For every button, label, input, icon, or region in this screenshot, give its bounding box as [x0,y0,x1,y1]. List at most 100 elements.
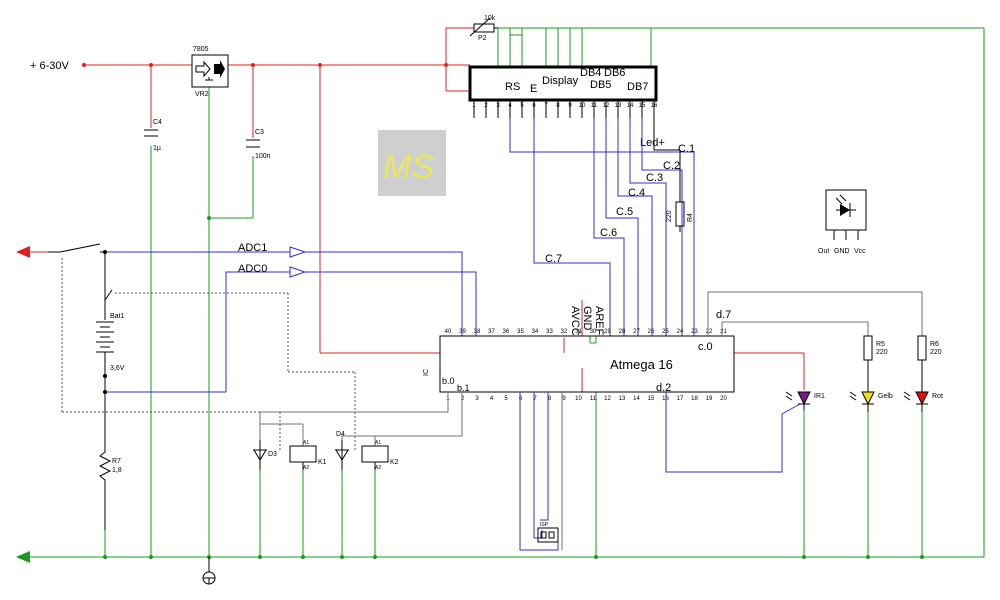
port-label-c0: c.0 [698,341,713,353]
mcu-pin-15: 15 [648,396,655,402]
ir-pin-vcc: Vcc [854,248,866,255]
mcu-pin-38: 38 [474,329,481,335]
resistor-r4[interactable] [675,201,685,227]
relay-k1[interactable] [289,445,317,470]
c4-ref: C4 [153,119,162,126]
d4-label: D4 [336,431,345,438]
mcu-pin-32: 32 [561,329,568,335]
r4-value: 220 [666,210,673,222]
led-yellow[interactable] [849,391,875,412]
mcu-pin-7: 7 [533,396,537,402]
mcu-pin-30: 30 [590,329,597,335]
mcu-pin-4: 4 [490,396,494,402]
mcu-pin-23: 23 [691,329,698,335]
mcu-atmega16[interactable] [439,335,735,393]
mcu-pin-36: 36 [503,329,510,335]
relay-k2[interactable] [361,445,389,470]
r6-ref: R6 [930,341,939,348]
supply-label: + 6-30V [30,60,69,72]
mcu-pin-28: 28 [619,329,626,335]
ground-arrow-icon [16,551,30,563]
port-c3: C.3 [646,172,663,184]
mcu-pin-13: 13 [619,396,626,402]
capacitor-c4[interactable] [144,129,158,137]
display-bus [509,118,695,336]
display-label-db4: DB4 [580,67,601,79]
resistor-r7[interactable] [98,448,112,530]
adc0-label: ADC0 [238,263,267,275]
mcu-pin-6: 6 [519,396,523,402]
port-c4: C.4 [628,187,645,199]
lcd-display[interactable] [468,65,658,102]
logo: MS [378,130,446,196]
mcu-pin-17: 17 [677,396,684,402]
regulator-part: 7805 [193,46,209,53]
mcu-pin-19: 19 [706,396,713,402]
display-label-db7: DB7 [627,81,648,93]
mcu-pin-31: 31 [575,329,582,335]
battery-bat1[interactable] [96,300,114,448]
port-c1: C.1 [678,143,695,155]
resistor-r6[interactable] [917,335,927,392]
r4-ref: R4 [687,213,694,222]
mcu-pin-3: 3 [475,396,479,402]
mcu-pin-25: 25 [662,329,669,335]
k2-a2: A2 [375,465,381,471]
mcu-pin-40: 40 [445,329,452,335]
adc-lines [105,246,477,393]
output-arrow-icon [16,246,30,258]
capacitor-c3[interactable] [246,139,260,148]
battery-ref: Bat1 [110,313,125,320]
antenna-switch[interactable] [48,243,356,450]
port-c6: C.6 [600,227,617,239]
mcu-pin-2: 2 [461,396,465,402]
r5-value: 220 [876,349,888,356]
r6-value: 220 [930,349,942,356]
diode-d3[interactable] [253,440,267,470]
port-c2: C.2 [663,160,680,172]
pot-value: 10k [484,15,496,22]
led-red[interactable] [903,391,929,412]
led-yellow-label: Gelb [878,393,893,400]
mcu-pin-18: 18 [691,396,698,402]
port-c5: C.5 [616,206,633,218]
display-title: Display [542,75,579,87]
c3-ref: C3 [255,129,264,136]
mcu-name: Atmega 16 [610,357,673,372]
mcu-right-wires [665,291,923,473]
display-label-db6: DB6 [604,67,625,79]
earth-ground-icon [202,557,216,585]
mcu-pin-26: 26 [648,329,655,335]
port-label-d7: d.7 [716,309,731,321]
display-led-label: Led+ [640,137,665,149]
ir-pin-gnd: GND [834,248,850,255]
supply-rail [16,27,805,392]
mcu-label-gnd: GND [581,306,593,331]
mcu-pin-33: 33 [546,329,553,335]
mcu-pin-27: 27 [633,329,640,335]
led-red-label: Rot [932,393,943,400]
k1-a2: A2 [303,465,309,471]
ground-rail [16,27,985,585]
potentiometer-p2[interactable] [469,17,511,37]
k1-label: K1 [318,459,327,466]
relay-wiring [259,392,463,446]
display-label-rs: RS [505,81,520,93]
regulator-ref: VR2 [195,91,209,98]
resistor-r5[interactable] [863,335,873,392]
mcu-pin-14: 14 [633,396,640,402]
mcu-pin-34: 34 [532,329,539,335]
isp-connector[interactable] [519,392,563,551]
logo-text: MS [383,148,434,186]
mcu-pin-8: 8 [548,396,552,402]
mcu-pin-5: 5 [504,396,508,402]
d3-label: D3 [268,451,277,458]
mcu-label-avcc: AVCC [569,306,581,336]
display-label-db5: DB5 [590,79,611,91]
diode-d4[interactable] [335,440,349,470]
ir-receiver-module[interactable] [825,189,867,240]
voltage-regulator[interactable] [191,54,229,88]
led-ir[interactable] [785,391,811,410]
